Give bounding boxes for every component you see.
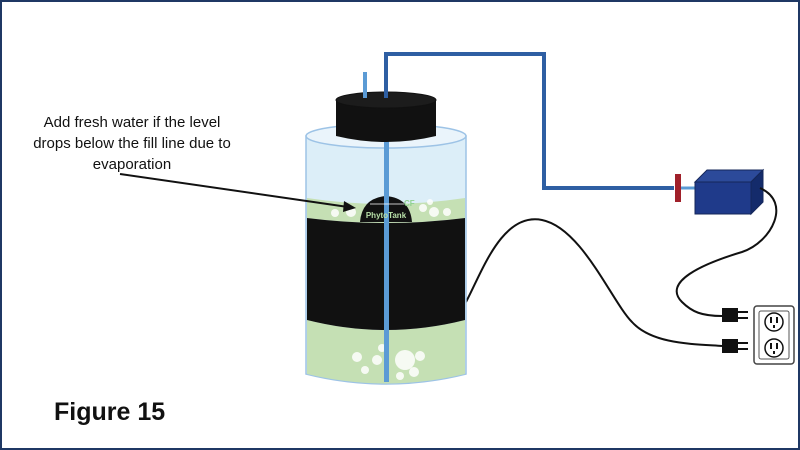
callout-arrowhead bbox=[343, 201, 356, 212]
dome-mark: CF bbox=[404, 199, 415, 208]
riser-tube bbox=[384, 114, 389, 382]
callout-line-3: evaporation bbox=[92, 156, 172, 173]
tank-lid bbox=[335, 91, 437, 142]
figure-label: Figure 15 bbox=[54, 398, 166, 426]
air-tube bbox=[384, 52, 674, 190]
callout-text: Add fresh water if the level drops below… bbox=[22, 112, 242, 175]
callout-arrow-line bbox=[119, 173, 349, 208]
outlet-icon bbox=[753, 305, 795, 365]
pump-power-cord bbox=[675, 187, 778, 317]
bubble-icon bbox=[352, 344, 425, 380]
valve-marker bbox=[675, 174, 681, 202]
lid-stub-left bbox=[363, 72, 367, 98]
callout-line-1: Add fresh water if the level bbox=[43, 114, 221, 131]
plug-icon bbox=[722, 339, 748, 353]
tank-power-cord bbox=[465, 218, 723, 347]
plug-icon bbox=[722, 308, 748, 322]
tank-label: PhytoTank bbox=[366, 211, 407, 220]
air-pump bbox=[693, 168, 765, 216]
lid-stub-right bbox=[384, 86, 388, 98]
callout-line-2: drops below the fill line due to bbox=[33, 135, 231, 152]
